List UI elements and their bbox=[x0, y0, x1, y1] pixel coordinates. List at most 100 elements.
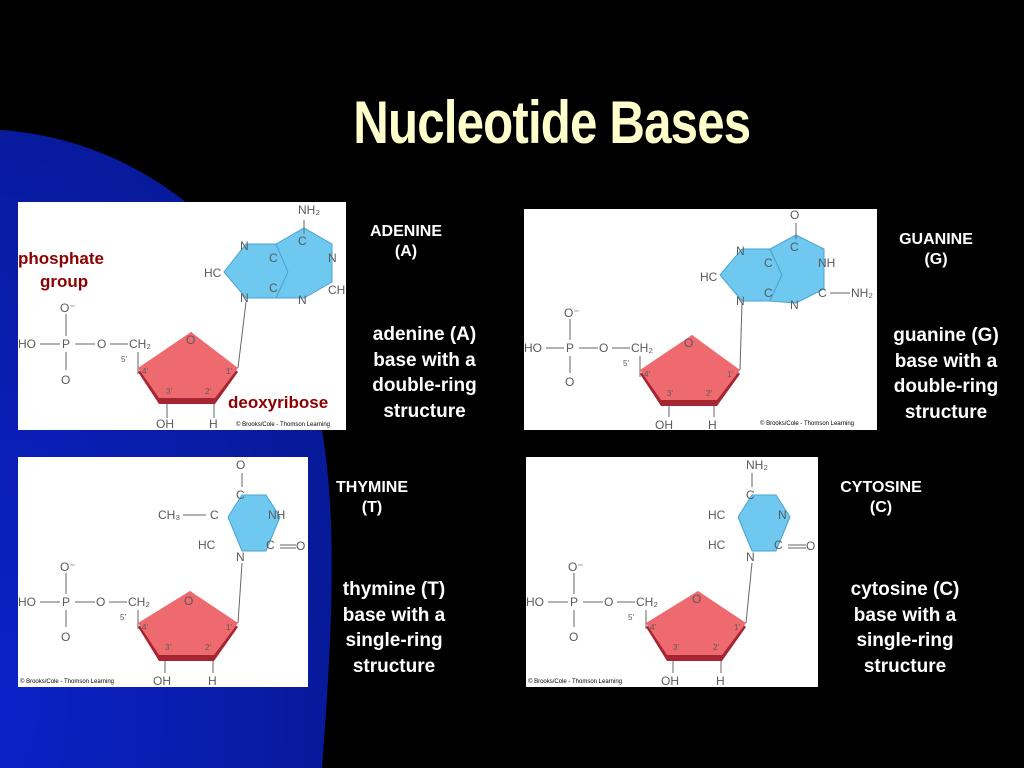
cytosine-name: CYTOSINE (C) bbox=[826, 478, 936, 518]
atom-label: 2′ bbox=[205, 387, 211, 396]
atom-label: HO bbox=[18, 337, 36, 351]
image-credit: © Brooks/Cole - Thomson Learning bbox=[528, 678, 622, 685]
adenine-base-rings bbox=[223, 227, 333, 299]
atom-label: O bbox=[97, 337, 106, 351]
atom-label: 1′ bbox=[727, 370, 733, 379]
adenine-description: adenine (A) base with a double-ring stru… bbox=[352, 322, 497, 425]
thymine-name: THYMINE (T) bbox=[318, 478, 426, 518]
atom-label: O bbox=[61, 630, 70, 644]
atom-label: O bbox=[61, 373, 70, 387]
guanine-structure-diagram: HO P O⁻ O O CH₂ 5′ O 4′ 1′ 3′ 2′ OH H N … bbox=[524, 209, 873, 430]
atom-label: OH bbox=[661, 674, 679, 687]
thymine-structure-diagram: HO P O⁻ O O CH₂ 5′ O 4′ 1′ 3′ 2′ OH H C … bbox=[18, 458, 305, 687]
guanine-structure-panel: HO P O⁻ O O CH₂ 5′ O 4′ 1′ 3′ 2′ OH H N … bbox=[524, 209, 877, 430]
deoxyribose-sugar-ring bbox=[646, 591, 746, 661]
phosphate-group-label: phosphate bbox=[18, 249, 104, 268]
atom-label: CH₂ bbox=[631, 341, 653, 355]
atom-label: 2′ bbox=[205, 643, 211, 652]
thymine-base-ring bbox=[227, 494, 281, 552]
atom-label: C bbox=[236, 488, 245, 502]
atom-label: HO bbox=[526, 595, 544, 609]
atom-label: C bbox=[774, 538, 783, 552]
atom-label: OH bbox=[156, 417, 174, 430]
guanine-name-line2: (G) bbox=[924, 251, 948, 268]
atom-label: P bbox=[566, 341, 574, 355]
atom-label: NH₂ bbox=[851, 286, 873, 300]
atom-label: C bbox=[790, 240, 799, 254]
atom-label: P bbox=[62, 595, 70, 609]
atom-label: OH bbox=[655, 418, 673, 430]
atom-label: O bbox=[184, 594, 193, 608]
atom-label: H bbox=[708, 418, 717, 430]
deoxyribose-sugar-ring bbox=[138, 591, 238, 661]
atom-label: HC bbox=[204, 266, 222, 280]
thymine-desc-line3: single-ring bbox=[345, 630, 443, 652]
atom-label: NH₂ bbox=[746, 458, 768, 472]
adenine-desc-line4: structure bbox=[383, 400, 466, 422]
image-credit: © Brooks/Cole - Thomson Learning bbox=[236, 421, 330, 428]
atom-label: N bbox=[746, 550, 755, 564]
phosphate-group-label-2: group bbox=[40, 272, 88, 291]
cytosine-structure-panel: HO P O⁻ O O CH₂ 5′ O 4′ 1′ 3′ 2′ OH H C … bbox=[526, 457, 818, 687]
guanine-desc-line1: guanine (G) bbox=[893, 325, 999, 346]
adenine-name-line2: (A) bbox=[394, 243, 418, 260]
atom-label: CH₃ bbox=[158, 508, 180, 522]
atom-label: HO bbox=[524, 341, 542, 355]
atom-label: O bbox=[296, 539, 305, 553]
atom-label: 1′ bbox=[226, 623, 232, 632]
atom-label: C bbox=[764, 286, 773, 300]
atom-label: 3′ bbox=[166, 387, 172, 396]
cytosine-description: cytosine (C) base with a single-ring str… bbox=[832, 577, 978, 680]
atom-label: NH bbox=[268, 508, 285, 522]
atom-label: N bbox=[240, 239, 249, 253]
atom-label: P bbox=[570, 595, 578, 609]
atom-label: 4′ bbox=[142, 623, 148, 632]
thymine-structure-panel: HO P O⁻ O O CH₂ 5′ O 4′ 1′ 3′ 2′ OH H C … bbox=[18, 457, 308, 687]
guanine-desc-line2: base with a bbox=[894, 350, 998, 372]
guanine-description: guanine (G) base with a double-ring stru… bbox=[878, 323, 1014, 426]
atom-label: O⁻ bbox=[564, 306, 580, 320]
atom-label: H bbox=[209, 417, 218, 430]
atom-label: C bbox=[269, 281, 278, 295]
atom-label: O⁻ bbox=[568, 560, 584, 574]
atom-label: 5′ bbox=[623, 359, 629, 368]
thymine-name-line1: THYMINE bbox=[336, 479, 408, 496]
atom-label: 3′ bbox=[165, 643, 171, 652]
atom-label: C bbox=[764, 256, 773, 270]
atom-label: O bbox=[604, 595, 613, 609]
atom-label: 3′ bbox=[667, 389, 673, 398]
atom-label: CH₂ bbox=[129, 337, 151, 351]
cytosine-structure-diagram: HO P O⁻ O O CH₂ 5′ O 4′ 1′ 3′ 2′ OH H C … bbox=[526, 458, 815, 687]
atom-label: 3′ bbox=[673, 643, 679, 652]
atom-label: HC bbox=[708, 508, 726, 522]
atom-label: O bbox=[692, 592, 701, 606]
adenine-structure-diagram: HO P O⁻ O O CH₂ 5′ O 4′ 1′ 3′ 2′ OH H N bbox=[18, 203, 345, 430]
atom-label: 5′ bbox=[628, 613, 634, 622]
atom-label: H bbox=[716, 674, 725, 687]
atom-label: N bbox=[298, 293, 307, 307]
atom-label: O bbox=[684, 336, 693, 350]
atom-label: N bbox=[778, 508, 787, 522]
adenine-name: ADENINE (A) bbox=[352, 222, 460, 262]
atom-label: O bbox=[599, 341, 608, 355]
cytosine-base-ring bbox=[737, 494, 791, 552]
deoxyribose-sugar-ring bbox=[138, 332, 238, 404]
image-credit: © Brooks/Cole - Thomson Learning bbox=[20, 678, 114, 685]
atom-label: N bbox=[240, 291, 249, 305]
atom-label: 4′ bbox=[650, 623, 656, 632]
cytosine-desc-line2: base with a bbox=[853, 604, 957, 626]
atom-label: 5′ bbox=[120, 613, 126, 622]
atom-label: O⁻ bbox=[60, 301, 76, 315]
cytosine-name-line2: (C) bbox=[869, 499, 893, 516]
atom-label: O bbox=[790, 209, 799, 222]
adenine-desc-line3: double-ring bbox=[372, 375, 477, 397]
deoxyribose-label: deoxyribose bbox=[228, 393, 328, 412]
atom-label: C bbox=[746, 488, 755, 502]
guanine-desc-line3: double-ring bbox=[893, 376, 999, 398]
atom-label: HC bbox=[700, 270, 718, 284]
adenine-structure-panel: HO P O⁻ O O CH₂ 5′ O 4′ 1′ 3′ 2′ OH H N bbox=[18, 202, 346, 430]
atom-label: NH₂ bbox=[298, 203, 320, 217]
adenine-desc-line2: base with a bbox=[373, 349, 476, 371]
atom-label: P bbox=[62, 337, 70, 351]
atom-label: HO bbox=[18, 595, 36, 609]
